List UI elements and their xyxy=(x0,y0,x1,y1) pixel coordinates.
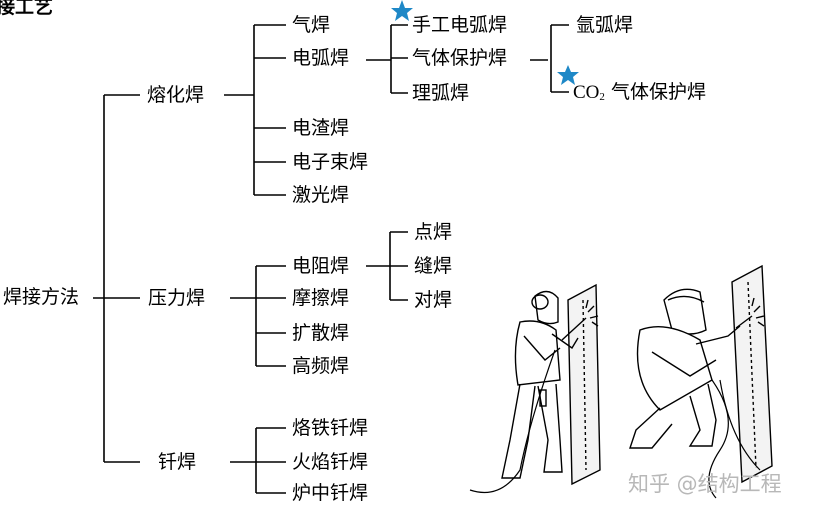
item-argon-arc-welding: 氩弧焊 xyxy=(576,14,634,36)
welder-crouching-illustration xyxy=(629,264,773,499)
item-seam-welding: 缝焊 xyxy=(414,255,453,277)
item-stud-arc-welding: 理弧焊 xyxy=(412,82,470,104)
page-title: 接工艺 xyxy=(0,0,54,18)
category-pressure-welding: 压力焊 xyxy=(148,287,206,309)
item-friction-welding: 摩擦焊 xyxy=(292,287,350,309)
item-iron-brazing: 烙铁钎焊 xyxy=(292,417,369,439)
item-laser-welding: 激光焊 xyxy=(292,184,350,206)
item-butt-welding: 对焊 xyxy=(414,289,453,311)
item-gas-shielded-welding: 气体保护焊 xyxy=(412,47,508,69)
item-co2-gas-shielded-welding: CO2 气体保护焊 xyxy=(573,81,706,108)
welder-standing-illustration xyxy=(469,283,601,494)
item-gas-welding: 气焊 xyxy=(292,14,331,36)
item-electroslag-welding: 电渣焊 xyxy=(292,117,350,139)
category-fusion-welding: 熔化焊 xyxy=(147,84,205,106)
item-manual-arc-welding: 手工电弧焊 xyxy=(412,14,508,36)
star-icon xyxy=(391,0,413,21)
co2-subscript: 2 xyxy=(599,91,605,103)
item-high-frequency-welding: 高频焊 xyxy=(292,355,350,377)
root-welding-methods: 焊接方法 xyxy=(3,286,80,308)
item-electron-beam-welding: 电子束焊 xyxy=(292,151,369,173)
watermark: 知乎 @结构工程 xyxy=(628,472,782,496)
co2-rest: 气体保护焊 xyxy=(604,81,706,103)
category-brazing: 钎焊 xyxy=(158,451,197,473)
item-furnace-brazing: 炉中钎焊 xyxy=(292,482,369,504)
item-spot-welding: 点焊 xyxy=(414,221,453,243)
item-diffusion-welding: 扩散焊 xyxy=(292,322,350,344)
item-resistance-welding: 电阻焊 xyxy=(292,255,350,277)
star-icon xyxy=(557,65,579,85)
item-arc-welding: 电弧焊 xyxy=(292,47,350,69)
item-flame-brazing: 火焰钎焊 xyxy=(292,451,369,473)
co2-main: CO xyxy=(573,82,600,103)
